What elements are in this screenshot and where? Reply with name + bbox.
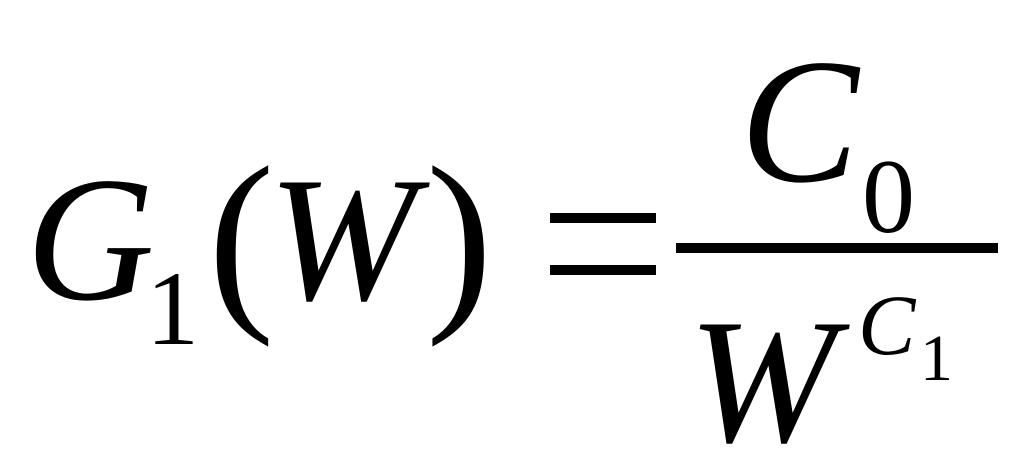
equals-bar-top <box>550 213 656 223</box>
close-parenthesis: ) <box>426 127 493 348</box>
fraction-bar <box>676 243 998 253</box>
argument-symbol-W: W <box>268 140 417 338</box>
function-subscript: 1 <box>146 250 199 367</box>
equals-sign: = <box>550 213 656 275</box>
numerator-subscript: 0 <box>862 138 915 255</box>
denominator-base-W: W <box>688 282 837 468</box>
exponent-symbol-C: C <box>858 277 916 373</box>
exponent-subscript: 1 <box>920 322 953 395</box>
open-parenthesis: ( <box>208 127 275 348</box>
numerator-symbol-C: C <box>740 22 859 220</box>
function-symbol-G: G <box>26 140 155 338</box>
equals-bar-bottom <box>550 265 656 275</box>
